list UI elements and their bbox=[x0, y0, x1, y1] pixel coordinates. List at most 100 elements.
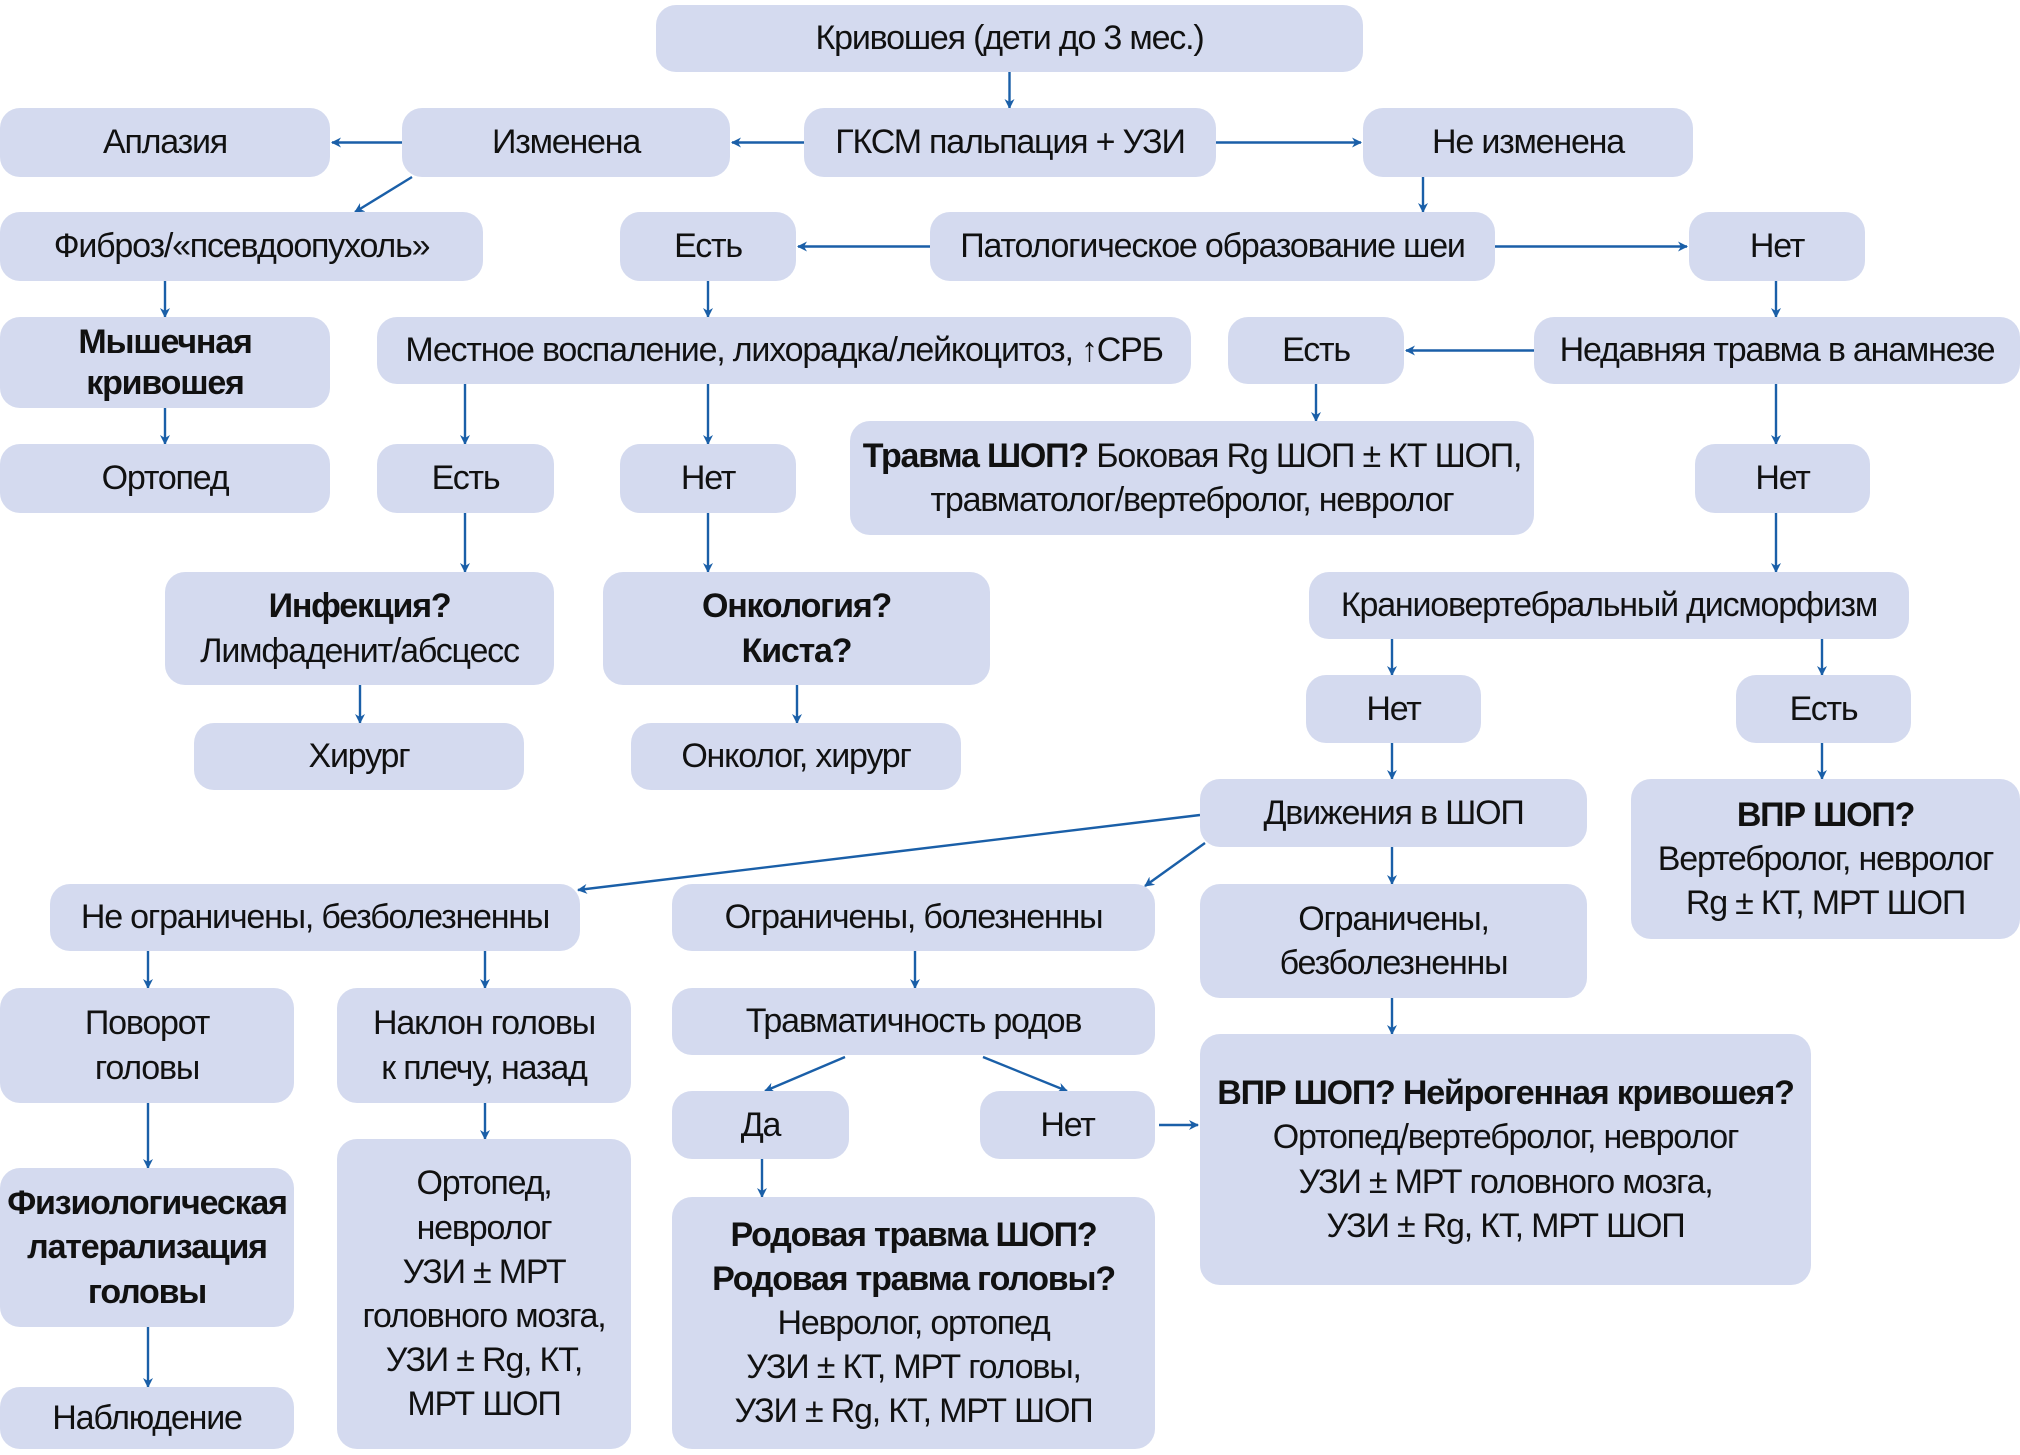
node-ne-izmenena: Не изменена bbox=[1363, 108, 1693, 177]
node-ogr-bolez: Ограничены, болезненны bbox=[672, 884, 1155, 951]
node-text-line: Нет bbox=[1755, 459, 1811, 498]
node-text-line: ГКСМ пальпация + УЗИ bbox=[835, 123, 1186, 162]
node-text-line: Наклон головы bbox=[373, 1004, 596, 1043]
node-hirurg: Хирург bbox=[194, 723, 524, 790]
node-text-line: к плечу, назад bbox=[381, 1048, 588, 1087]
node-travma-anamnez: Недавняя травма в анамнезе bbox=[1534, 317, 2020, 384]
node-text-line: головного мозга, bbox=[362, 1297, 606, 1335]
node-text-line: Хирург bbox=[308, 737, 411, 776]
node-text-line: Мышечная bbox=[78, 322, 252, 361]
node-text-line: Не ограничены, безболезненны bbox=[80, 898, 551, 937]
node-text-line: Ортопед/вертебролог, невролог bbox=[1272, 1118, 1740, 1157]
node-text-line: Нет bbox=[1749, 227, 1806, 266]
node-text-line: Изменена bbox=[491, 123, 641, 162]
node-text-line: УЗИ ± Rg, КТ, bbox=[385, 1341, 584, 1380]
node-nablyudenie: Наблюдение bbox=[0, 1387, 294, 1449]
node-text-line: Травма ШОП? Боковая Rg ШОП ± КТ ШОП, bbox=[862, 434, 1523, 478]
node-vpr-neuro: ВПР ШОП? Нейрогенная кривошея? Ортопед/ве… bbox=[1200, 1034, 1811, 1285]
node-text-line: Есть bbox=[674, 227, 743, 266]
node-text-line: Есть bbox=[431, 459, 501, 498]
node-text-line: Rg ± КТ, МРТ ШОП bbox=[1685, 884, 1966, 923]
node-mestnoe: Местное воспаление, лихорадка/лейкоцитоз… bbox=[377, 317, 1191, 384]
node-izmenena: Изменена bbox=[402, 108, 730, 177]
node-infektsiya: Инфекция? Лимфаденит/абсцесс bbox=[165, 572, 554, 685]
node-text-line: невролог bbox=[416, 1208, 553, 1247]
node-text-line: УЗИ ± МРТ bbox=[402, 1252, 567, 1291]
node-text-line: Инфекция? bbox=[268, 587, 452, 626]
node-travma-est: Есть bbox=[1228, 317, 1404, 384]
node-text-line: травматолог/вертебролог, невролог bbox=[930, 481, 1455, 519]
node-text-line: Ограничены, bbox=[1298, 899, 1490, 938]
node-root: Кривошея (дети до 3 мес.) bbox=[656, 5, 1363, 72]
arrow-travmatichnost-to-da bbox=[764, 1055, 846, 1093]
node-text-line: ВПР ШОП? Нейрогенная кривошея? bbox=[1217, 1074, 1795, 1113]
node-naklon: Наклон головы к плечу, назад bbox=[337, 988, 631, 1103]
node-travmatichnost: Травматичность родов bbox=[672, 988, 1155, 1055]
node-text-line: Нет bbox=[680, 459, 737, 498]
node-ortoped: Ортопед bbox=[0, 444, 330, 513]
node-text-line: Движения в ШОП bbox=[1263, 793, 1524, 832]
arrow-travmatichnost-to-rody_net bbox=[982, 1055, 1068, 1093]
node-text: Боковая Rg ШОП ± КТ ШОП, bbox=[1096, 436, 1522, 475]
node-text-line: Нет bbox=[1040, 1105, 1096, 1144]
node-text-line: Ортопед bbox=[101, 459, 230, 498]
node-text-line: Есть bbox=[1789, 689, 1859, 728]
node-gksm: ГКСМ пальпация + УЗИ bbox=[804, 108, 1216, 177]
node-ogr-bezbolez: Ограничены, безболезненны bbox=[1200, 884, 1587, 998]
node-text-line: Краниовертебральный дисморфизм bbox=[1340, 586, 1878, 625]
node-text-line: Лимфаденит/абсцесс bbox=[200, 631, 520, 670]
node-dvizheniya: Движения в ШОП bbox=[1200, 779, 1587, 847]
node-text-line: УЗИ ± Rg, КТ, МРТ ШОП bbox=[734, 1392, 1094, 1431]
node-text-line: УЗИ ± МРТ головного мозга, bbox=[1298, 1162, 1713, 1201]
node-rody-net: Нет bbox=[980, 1091, 1155, 1159]
node-text-line: Местное воспаление, лихорадка/лейкоцитоз… bbox=[405, 331, 1164, 370]
node-ne-ogranicheny: Не ограничены, безболезненны bbox=[50, 884, 580, 951]
node-text-line: Есть bbox=[1282, 331, 1351, 370]
arrow-dvizheniya-to-ne_ogranicheny bbox=[577, 813, 1201, 894]
node-text-line: Фиброз/«псевдоопухоль» bbox=[53, 227, 431, 266]
node-text-line: головы bbox=[94, 1048, 200, 1087]
node-text-line: Нет bbox=[1366, 689, 1422, 728]
node-text-bold: Травма ШОП? bbox=[862, 436, 1097, 475]
node-kranio-est: Есть bbox=[1736, 675, 1911, 743]
node-text-line: Родовая травма головы? bbox=[712, 1259, 1116, 1298]
node-fibroz: Фиброз/«псевдоопухоль» bbox=[0, 212, 483, 281]
arrow-izmenena-to-fibroz bbox=[354, 175, 413, 214]
node-text-line: Недавняя травма в анамнезе bbox=[1559, 331, 1996, 370]
node-text-line: Не изменена bbox=[1432, 123, 1625, 162]
node-text-line: Вертебролог, невролог bbox=[1657, 839, 1995, 878]
node-text-line: Патологическое образование шеи bbox=[960, 227, 1466, 266]
node-patolog-net: Нет bbox=[1689, 212, 1865, 281]
node-travma-shop: Травма ШОП? Боковая Rg ШОП ± КТ ШОП,трав… bbox=[850, 421, 1534, 535]
node-onkolog-hirurg: Онколог, хирург bbox=[631, 723, 961, 790]
node-text-line: безболезненны bbox=[1279, 944, 1509, 982]
node-text-line: Онкология? bbox=[701, 587, 892, 626]
node-text-line: УЗИ ± Rg, КТ, МРТ ШОП bbox=[1326, 1206, 1686, 1245]
node-travma-net: Нет bbox=[1695, 444, 1870, 513]
node-patolog-est: Есть bbox=[620, 212, 796, 281]
node-text-line: головы bbox=[87, 1272, 207, 1311]
node-text-line: Родовая травма ШОП? bbox=[730, 1215, 1097, 1254]
arrow-dvizheniya-to-ogr_bolez bbox=[1144, 842, 1206, 887]
node-text-line: Наблюдение bbox=[52, 1398, 243, 1437]
node-kranio: Краниовертебральный дисморфизм bbox=[1309, 572, 1909, 639]
node-text-line: Поворот bbox=[84, 1004, 210, 1043]
node-rodovaya: Родовая травма ШОП? Родовая травма головы… bbox=[672, 1197, 1155, 1449]
node-text-line: Невролог, ортопед bbox=[777, 1303, 1050, 1342]
node-text-line: Травматичность родов bbox=[745, 1002, 1083, 1041]
node-text-line: Аплазия bbox=[102, 123, 228, 162]
node-mestnoe-net: Нет bbox=[620, 444, 796, 513]
node-kranio-net: Нет bbox=[1306, 675, 1481, 743]
node-povorot: Поворот головы bbox=[0, 988, 294, 1103]
node-text-line: Ортопед, bbox=[416, 1164, 553, 1203]
node-text-line: кривошея bbox=[86, 363, 245, 402]
node-onkologiya: Онкология? Киста? bbox=[603, 572, 990, 685]
node-text-line: Ограничены, болезненны bbox=[724, 898, 1104, 937]
node-text-line: латерализация bbox=[27, 1228, 268, 1267]
node-patolog: Патологическое образование шеи bbox=[930, 212, 1495, 281]
node-aplaziya: Аплазия bbox=[0, 108, 330, 177]
node-text-line: Киста? bbox=[741, 631, 853, 670]
